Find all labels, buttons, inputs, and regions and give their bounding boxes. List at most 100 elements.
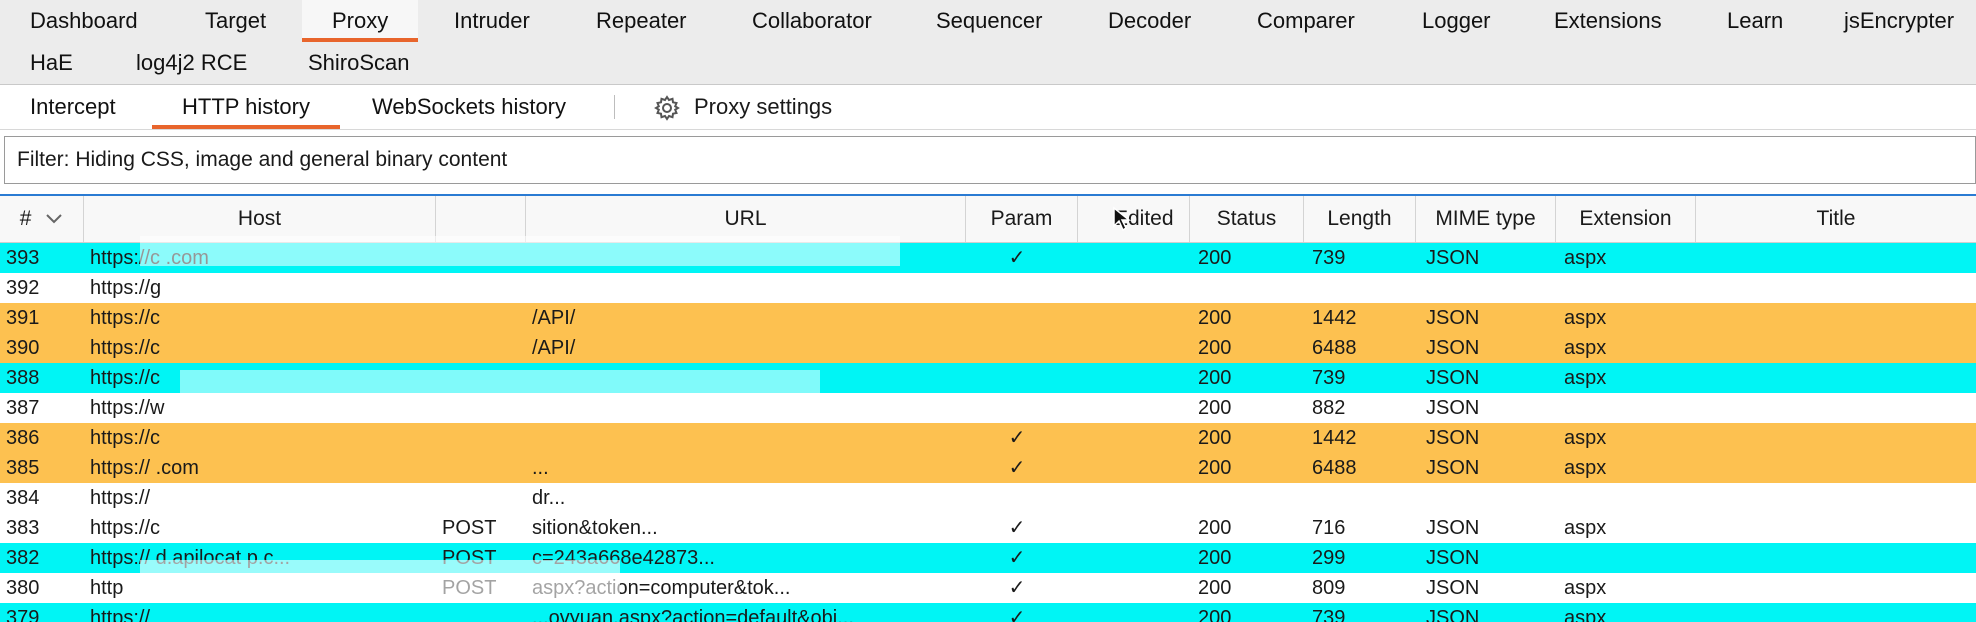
- cell-status: 200: [1198, 247, 1232, 269]
- tab-logger[interactable]: Logger: [1422, 8, 1491, 33]
- cell-params: ✓: [1008, 247, 1026, 269]
- column-number[interactable]: #: [0, 196, 84, 242]
- cell-title: [1696, 303, 1976, 333]
- cell-edited: [1078, 243, 1190, 273]
- column-title[interactable]: Title: [1816, 207, 1856, 230]
- tab-proxy[interactable]: Proxy: [302, 0, 419, 42]
- tab-intercept[interactable]: Intercept: [30, 94, 116, 119]
- filter-bar[interactable]: Filter: Hiding CSS, image and general bi…: [4, 136, 1976, 184]
- cell-status: 200: [1198, 337, 1232, 359]
- cell-method: [436, 333, 526, 363]
- cell-status: 200: [1198, 547, 1232, 569]
- column-url[interactable]: URL: [526, 196, 966, 242]
- cell-number: 382: [6, 547, 40, 569]
- cell-url: /API/: [532, 307, 576, 329]
- cell-mime-type: JSON: [1426, 517, 1480, 539]
- redaction-overlay: [140, 236, 900, 266]
- tab-jsencrypter[interactable]: jsEncrypter: [1844, 8, 1955, 33]
- cell-edited: [1078, 603, 1190, 622]
- cell-extension: aspx: [1564, 457, 1607, 479]
- tab-http-history[interactable]: HTTP history: [152, 85, 340, 129]
- cell-extension: aspx: [1564, 517, 1607, 539]
- cell-edited: [1078, 273, 1190, 303]
- cell-length: 716: [1312, 517, 1346, 539]
- cell-host: https://: [90, 607, 151, 622]
- cell-extension: aspx: [1564, 337, 1607, 359]
- cell-params: [966, 303, 1078, 333]
- cell-edited: [1078, 333, 1190, 363]
- sort-descending-icon: [46, 214, 62, 224]
- tab-sequencer[interactable]: Sequencer: [936, 8, 1043, 33]
- cell-params: ✓: [1008, 607, 1026, 622]
- cell-extension: aspx: [1564, 577, 1607, 599]
- cell-method: [436, 303, 526, 333]
- tab-decoder[interactable]: Decoder: [1108, 8, 1192, 33]
- cell-status: [1190, 273, 1304, 303]
- cell-status: 200: [1198, 457, 1232, 479]
- cell-length: [1304, 273, 1416, 303]
- cell-mime-type: JSON: [1426, 547, 1480, 569]
- cell-length: 6488: [1312, 337, 1357, 359]
- proxy-sub-tabs: Intercept HTTP history WebSockets histor…: [0, 85, 1976, 130]
- tab-websockets-history[interactable]: WebSockets history: [372, 94, 567, 119]
- tab-log4j2-rce[interactable]: log4j2 RCE: [136, 50, 248, 75]
- tab-hae[interactable]: HaE: [30, 50, 73, 75]
- tab-collaborator[interactable]: Collaborator: [752, 8, 872, 33]
- cell-status: [1190, 483, 1304, 513]
- cell-method: [436, 453, 526, 483]
- cell-method: [436, 603, 526, 622]
- cell-host: https://w: [90, 397, 165, 419]
- cell-host: https://c: [90, 427, 161, 449]
- cell-status: 200: [1198, 307, 1232, 329]
- gear-icon: [654, 95, 680, 121]
- table-header: # Host URL Param Edited Status Length MI…: [0, 196, 1976, 243]
- cell-mime-type: JSON: [1426, 247, 1480, 269]
- tab-comparer[interactable]: Comparer: [1257, 8, 1355, 33]
- column-method[interactable]: [436, 196, 526, 242]
- cell-extension: [1556, 393, 1696, 423]
- cell-mime-type: JSON: [1426, 337, 1480, 359]
- proxy-settings-label: Proxy settings: [694, 94, 833, 119]
- tab-extensions[interactable]: Extensions: [1554, 8, 1662, 33]
- tab-learn[interactable]: Learn: [1727, 8, 1784, 33]
- cell-edited: [1078, 303, 1190, 333]
- cell-status: 200: [1198, 607, 1232, 622]
- redaction-overlay: [180, 370, 820, 404]
- column-extension[interactable]: Extension: [1556, 196, 1696, 242]
- column-status[interactable]: Status: [1190, 196, 1304, 242]
- cell-extension: aspx: [1564, 247, 1607, 269]
- column-mime-type[interactable]: MIME type: [1416, 196, 1556, 242]
- tab-intruder[interactable]: Intruder: [454, 8, 530, 33]
- column-length[interactable]: Length: [1304, 196, 1416, 242]
- tab-target[interactable]: Target: [205, 8, 267, 33]
- cell-number: 385: [6, 457, 40, 479]
- cell-length: 1442: [1312, 307, 1357, 329]
- cell-params: [966, 393, 1078, 423]
- cell-number: 384: [6, 487, 40, 509]
- cell-number: 383: [6, 517, 40, 539]
- column-host[interactable]: Host: [84, 196, 436, 242]
- tab-shiroscan[interactable]: ShiroScan: [308, 50, 410, 75]
- cell-length: [1304, 483, 1416, 513]
- cell-title: [1696, 453, 1976, 483]
- tab-repeater[interactable]: Repeater: [596, 8, 687, 33]
- tab-dashboard[interactable]: Dashboard: [30, 8, 138, 33]
- column-edited[interactable]: Edited: [1078, 196, 1190, 242]
- cell-status: 200: [1198, 367, 1232, 389]
- cell-length: 809: [1312, 577, 1346, 599]
- column-params[interactable]: Param: [966, 196, 1078, 242]
- cell-host: https://: [90, 487, 151, 509]
- cell-method: [436, 273, 526, 303]
- cell-number: 390: [6, 337, 40, 359]
- cell-number: 388: [6, 367, 40, 389]
- cell-method: [436, 483, 526, 513]
